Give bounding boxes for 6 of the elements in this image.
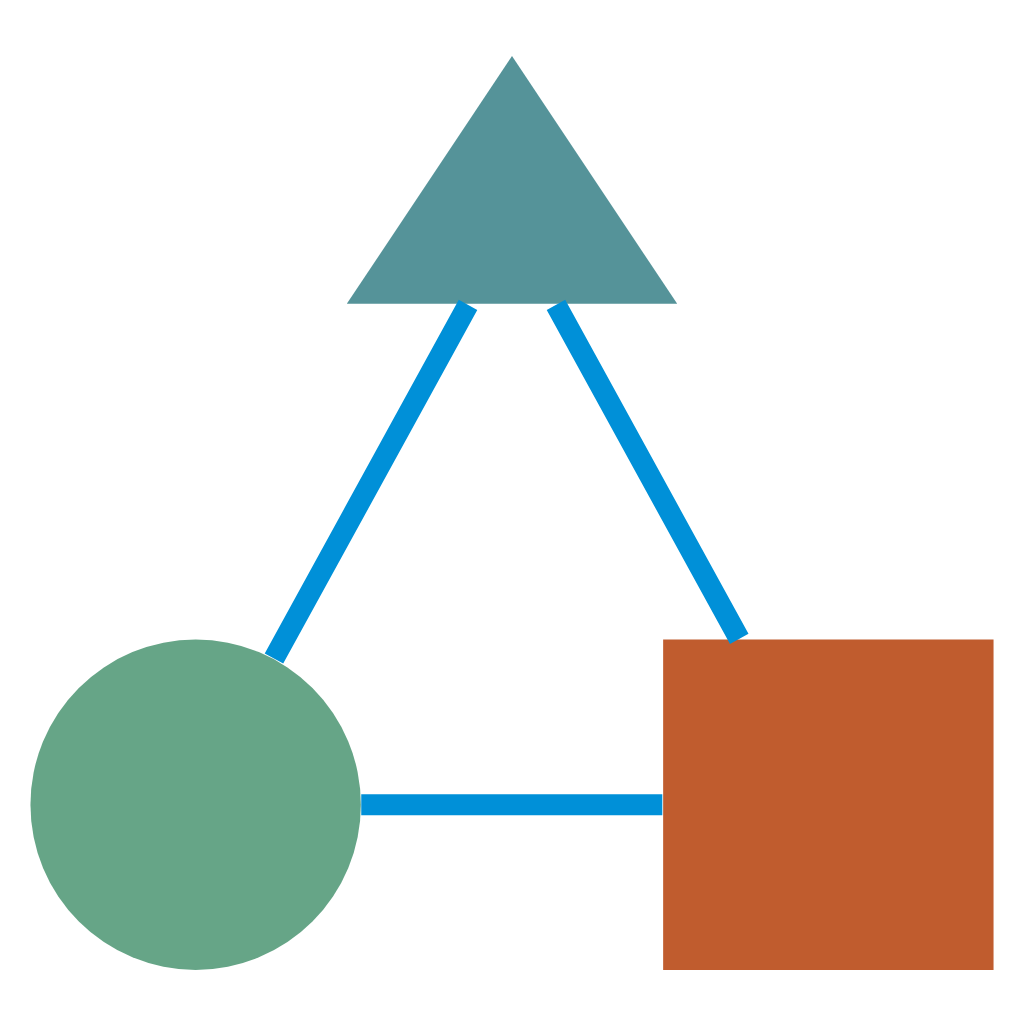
node-triangle	[346, 55, 678, 303]
connector	[264, 298, 478, 663]
connector	[361, 793, 663, 815]
node-circle	[30, 638, 361, 969]
node-box	[663, 638, 994, 969]
connector	[546, 298, 749, 643]
